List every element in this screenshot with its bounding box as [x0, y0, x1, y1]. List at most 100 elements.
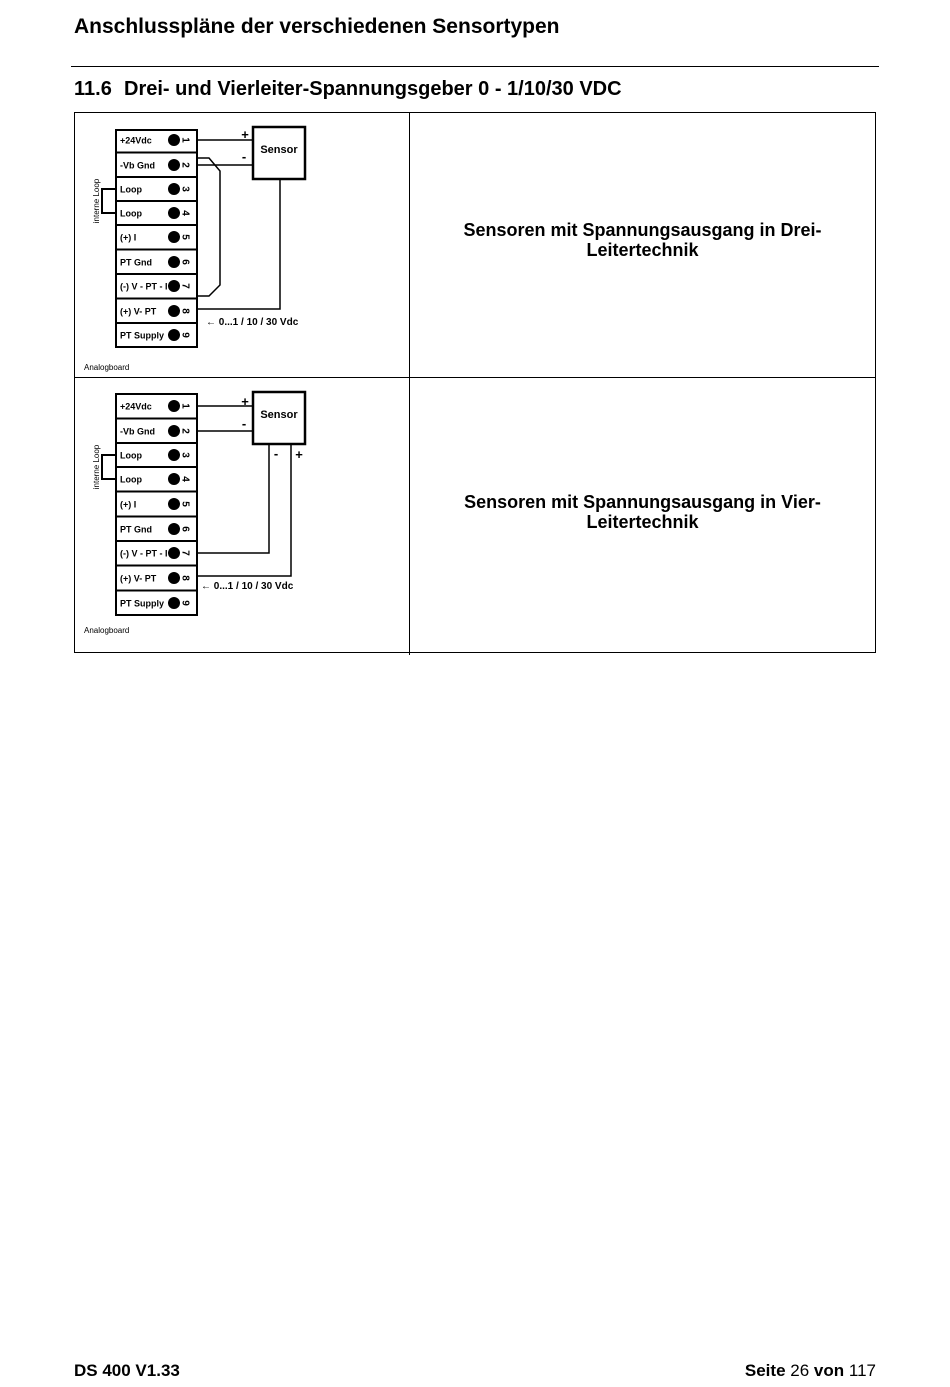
- terminal-number: 1: [179, 137, 190, 143]
- page-header: Anschlusspläne der verschiedenen Sensort…: [74, 15, 560, 38]
- terminal-label: PT Supply: [120, 599, 164, 609]
- document-version: DS 400 V1.33: [74, 1361, 180, 1380]
- terminal-screw: [168, 256, 180, 268]
- terminal-label: -Vb Gnd: [120, 427, 155, 437]
- section-title: 11.6 Drei- und Vierleiter-Spannungsgeber …: [74, 78, 622, 101]
- internal-loop-label: interne Loop: [92, 178, 101, 223]
- header-divider: [71, 66, 879, 67]
- terminal-label: Loop: [120, 185, 142, 195]
- terminal-label: PT Gnd: [120, 525, 152, 535]
- wire-gnd-bridge: [197, 157, 221, 297]
- terminal-label: -Vb Gnd: [120, 161, 155, 171]
- terminal-number: 7: [179, 283, 190, 289]
- terminal-number: 1: [179, 403, 190, 409]
- minus-sign: -: [242, 416, 246, 431]
- total-pages: 117: [848, 1361, 876, 1380]
- terminal-number: 4: [179, 210, 190, 216]
- current-page: 26: [790, 1361, 810, 1380]
- internal-loop-bracket: [101, 188, 116, 214]
- terminal-number: 3: [179, 186, 190, 192]
- description-three-wire: Sensoren mit Spannungsausgang in Drei-Le…: [463, 220, 822, 260]
- terminal-label: +24Vdc: [120, 402, 152, 412]
- terminal-label: Loop: [120, 475, 142, 485]
- sensor-label: Sensor: [260, 144, 298, 156]
- terminal-label: (+) V- PT: [120, 307, 157, 317]
- terminal-label: Loop: [120, 451, 142, 461]
- terminal-screw: [168, 473, 180, 485]
- terminal-number: 9: [179, 332, 190, 338]
- terminal-label: (-) V - PT - I: [120, 282, 168, 292]
- terminal-screw: [168, 449, 180, 461]
- terminal-label: (+) I: [120, 233, 136, 243]
- terminal-block: [115, 129, 198, 348]
- terminal-number: 6: [179, 526, 190, 532]
- sensor-box: [251, 125, 307, 181]
- description-four-wire: Sensoren mit Spannungsausgang in Vier-Le…: [464, 491, 821, 532]
- plus-sign: +: [241, 394, 249, 409]
- description-cell: Sensoren mit Spannungsausgang in Drei-Le…: [410, 113, 875, 377]
- terminal-label: Loop: [120, 209, 142, 219]
- terminal-screw: [168, 400, 180, 412]
- terminal-number: 8: [179, 575, 190, 581]
- terminal-number: 4: [179, 476, 190, 482]
- terminal-screw: [168, 305, 180, 317]
- terminal-screw: [168, 207, 180, 219]
- page-number: Seite 26 von 117: [745, 1361, 876, 1381]
- sensor-label: Sensor: [260, 409, 298, 421]
- terminal-screw: [168, 572, 180, 584]
- internal-loop-bracket: [101, 454, 116, 480]
- terminal-number: 7: [179, 550, 190, 556]
- terminal-screw: [168, 183, 180, 195]
- terminal-label: (-) V - PT - I: [120, 549, 168, 559]
- terminal-screw: [168, 159, 180, 171]
- terminal-number: 3: [179, 452, 190, 458]
- terminal-label: PT Gnd: [120, 258, 152, 268]
- terminal-number: 2: [179, 428, 190, 434]
- output-plus-sign: +: [295, 447, 303, 462]
- board-label: Analogboard: [84, 626, 129, 635]
- terminal-label: (+) I: [120, 500, 136, 510]
- terminal-block: [115, 393, 198, 616]
- terminal-label: (+) V- PT: [120, 574, 157, 584]
- terminal-screw: [168, 597, 180, 609]
- terminal-screw: [168, 134, 180, 146]
- minus-sign: -: [242, 149, 246, 164]
- of-word: von: [813, 1361, 845, 1380]
- terminal-label: PT Supply: [120, 331, 164, 341]
- terminal-screw: [168, 523, 180, 535]
- section-heading: Drei- und Vierleiter-Spannungsgeber 0 - …: [124, 78, 622, 100]
- signal-range-label: ← 0...1 / 10 / 30 Vdc: [206, 317, 299, 328]
- terminal-label: +24Vdc: [120, 136, 152, 146]
- terminal-screw: [168, 547, 180, 559]
- output-minus-sign: -: [274, 446, 278, 461]
- wire-signal: [197, 179, 281, 310]
- terminal-number: 5: [179, 501, 190, 507]
- terminal-screw: [168, 280, 180, 292]
- terminal-number: 6: [179, 259, 190, 265]
- signal-range-label: ← 0...1 / 10 / 30 Vdc: [201, 581, 294, 592]
- page-word: Seite: [744, 1361, 786, 1380]
- terminal-screw: [168, 231, 180, 243]
- board-label: Analogboard: [84, 363, 129, 372]
- terminal-screw: [168, 425, 180, 437]
- section-number: 11.6: [74, 78, 112, 100]
- terminal-number: 2: [179, 162, 190, 168]
- terminal-screw: [168, 498, 180, 510]
- terminal-screw: [168, 329, 180, 341]
- terminal-number: 9: [179, 600, 190, 606]
- sensor-box: [251, 390, 307, 446]
- terminal-number: 8: [179, 308, 190, 314]
- internal-loop-label: interne Loop: [92, 444, 101, 489]
- wire-output-plus: [197, 444, 292, 577]
- terminal-number: 5: [179, 234, 190, 240]
- wire-output-minus: [197, 444, 270, 554]
- plus-sign: +: [241, 127, 249, 142]
- description-cell: Sensoren mit Spannungsausgang in Vier-Le…: [410, 378, 875, 655]
